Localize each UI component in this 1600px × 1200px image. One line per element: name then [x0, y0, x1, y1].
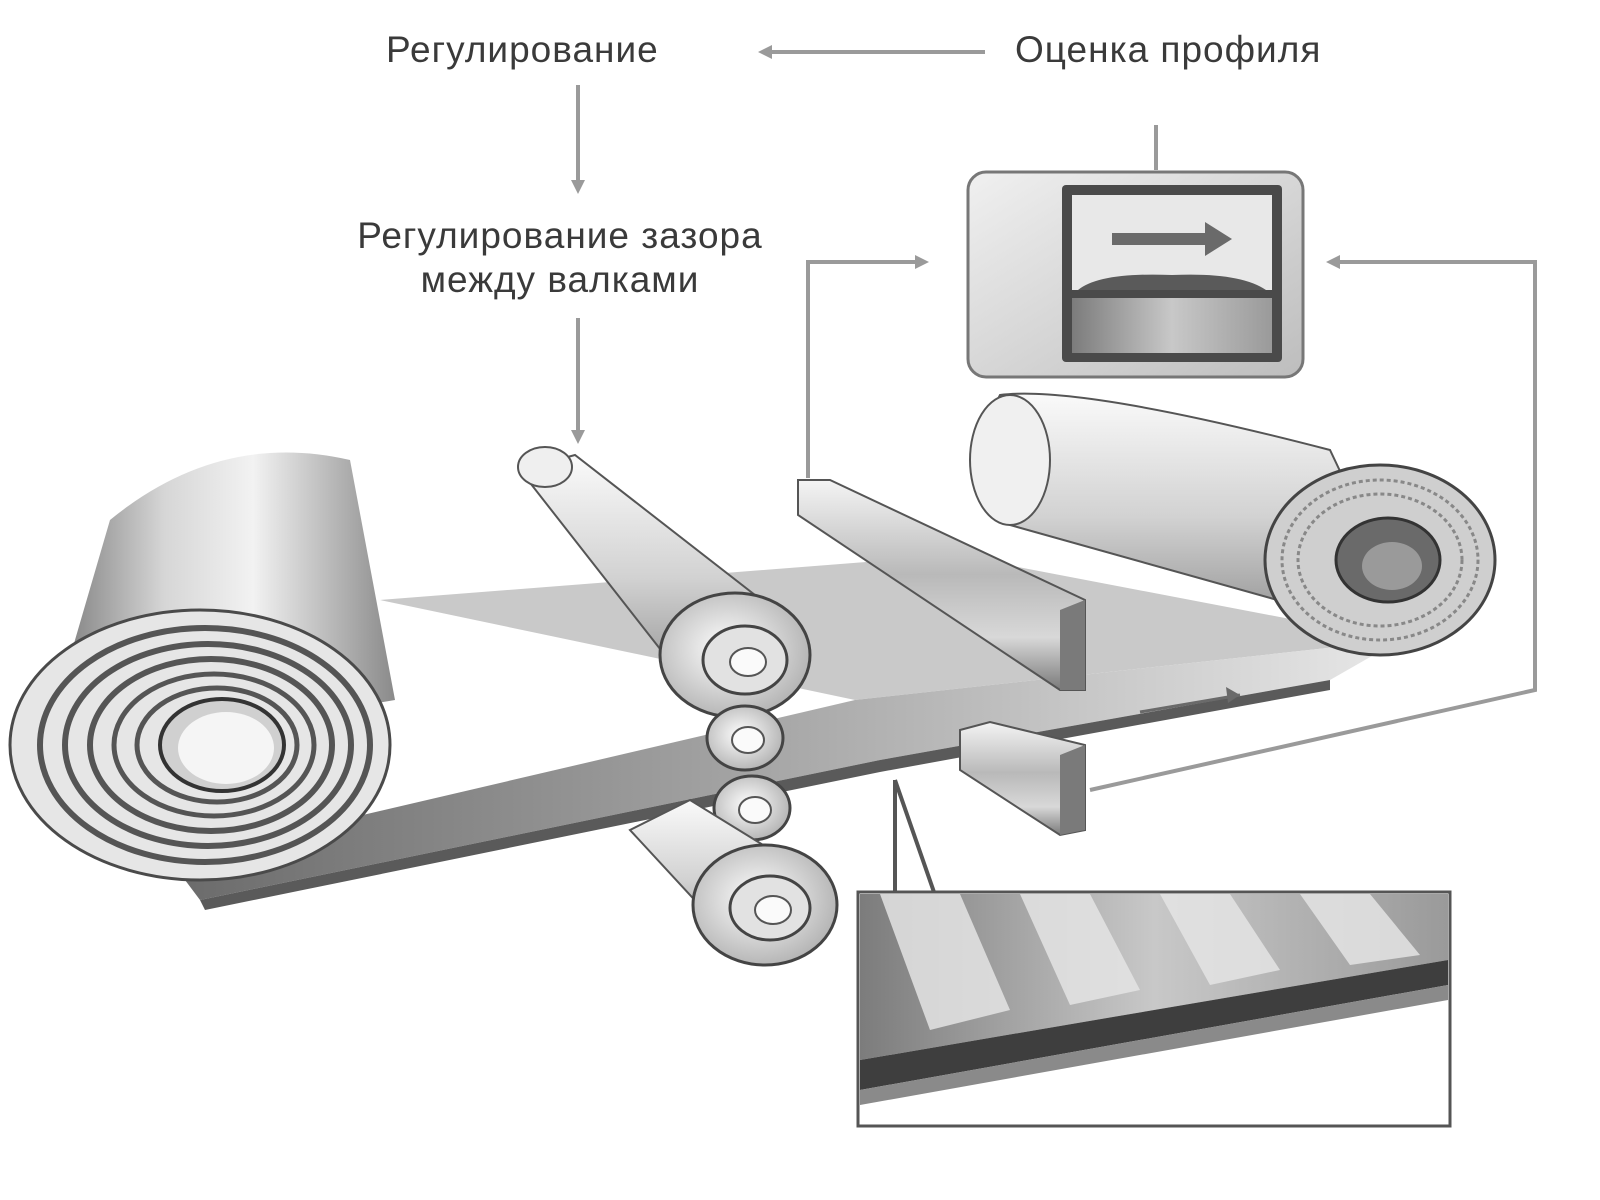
gap-regulation-label-line1: Регулирование зазора: [357, 215, 763, 256]
gap-regulation-label: Регулирование зазора между валками: [300, 214, 820, 302]
feedback-line-left: [806, 255, 929, 478]
profile-sensor-bars: [797, 479, 1086, 837]
right-coil: [969, 392, 1497, 657]
profile-magnified-inset: [856, 779, 1452, 1128]
mill-stand-rolls: [517, 446, 839, 967]
monitor-arrow-shaft: [1112, 233, 1207, 245]
control-flow-arrows: [571, 45, 1537, 792]
profile-monitor: [966, 170, 1305, 379]
feedback-line-right: [1089, 255, 1537, 792]
monitor-profile-curve: [1078, 274, 1266, 290]
left-coil: [8, 452, 395, 882]
regulation-label: Регулирование: [386, 29, 659, 70]
gap-regulation-label-line2: между валками: [420, 259, 700, 300]
monitor-arrow-icon: [1205, 222, 1232, 256]
profile-evaluation-label: Оценка профиля: [1015, 29, 1322, 70]
